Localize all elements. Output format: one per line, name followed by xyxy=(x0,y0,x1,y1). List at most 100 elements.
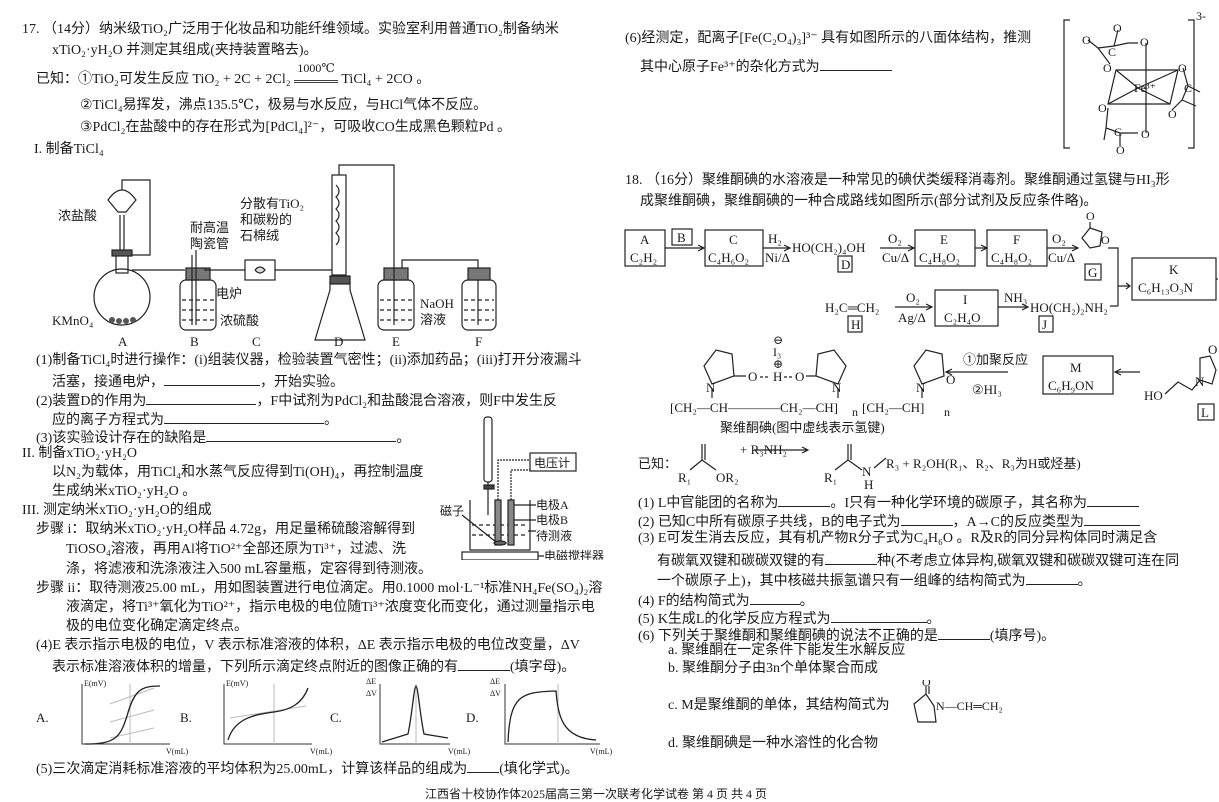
answer-blank[interactable] xyxy=(825,551,877,565)
compound-m-label: M xyxy=(1070,360,1082,375)
graph-a-ylabel: E(mV) xyxy=(84,679,107,688)
graph-b-ylabel: E(mV) xyxy=(226,679,249,688)
graph-a-letter: A. xyxy=(36,710,49,725)
known1-text: 已知：①TiO₂可发生反应 TiO₂ + 2C + 2Cl₂ xyxy=(36,72,291,87)
q18-title-cont: 成聚维酮碘，聚维酮碘的一种合成路线如图所示(部分试剂及反应条件略)。 xyxy=(640,194,1098,209)
compound-j-label: J xyxy=(1042,317,1047,332)
graph-d-ylabel-top: ΔE xyxy=(490,677,500,686)
apparatus-letter-f: F xyxy=(475,334,482,349)
polymer-chain-2: [CH₂—CH] xyxy=(862,400,924,415)
compound-c-formula: C₄H₆O₂ xyxy=(708,250,749,265)
known-or2: OR₂ xyxy=(716,470,739,485)
graph-b[interactable]: B. E(mV) V(mL) xyxy=(180,679,333,756)
known-n: N xyxy=(862,464,872,479)
atom-o: O xyxy=(1178,61,1187,75)
answer-blank[interactable] xyxy=(146,391,257,405)
label-furnace: 电炉 xyxy=(216,286,242,301)
q18-3-line1: (3) E可发生消去反应，其有机产物R分子式为C₄H₆O 。R及R的同分异构体同… xyxy=(638,531,1158,546)
compound-e-formula: C₄H₈O₂ xyxy=(919,250,960,265)
q17-4-end: (填字母)。 xyxy=(510,660,576,675)
answer-blank[interactable] xyxy=(1025,571,1078,585)
q17-6-line2: 其中心原子Fe³⁺的杂化方式为 xyxy=(640,57,892,76)
compound-l-label: L xyxy=(1201,405,1209,420)
apparatus-letter-a: A xyxy=(118,334,128,349)
label-naoh: NaOH xyxy=(420,296,454,311)
option-a: a. 聚维酮在一定条件下能发生水解反应 xyxy=(668,643,906,658)
q17-1-text-end: ，开始实验。 xyxy=(260,375,344,390)
answer-blank[interactable] xyxy=(206,428,397,442)
q18-4-line: (4) F的结构简式为。 xyxy=(638,591,814,610)
compound-c-label: C xyxy=(729,232,738,247)
graph-a-xlabel: V(mL) xyxy=(166,747,189,756)
answer-blank[interactable] xyxy=(1087,493,1140,507)
q18-6-text: (6) 下列关于聚维酮和聚维酮碘的说法不正确的是 xyxy=(638,629,938,644)
graph-c-xlabel: V(mL) xyxy=(448,747,471,756)
compound-f-formula: C₄H₈O₂ xyxy=(991,250,1032,265)
q17-known-3: ③PdCl₂在盐酸中的存在形式为[PdCl₄]²⁻，可吸收CO生成黑色颗粒Pd … xyxy=(80,120,511,135)
q17-2-line1: (2)装置D的作用为，F中试剂为PdCl₂和盐酸混合溶液，则F中发生反 xyxy=(36,391,557,410)
answer-blank[interactable] xyxy=(1083,512,1140,526)
apparatus-letter-e: E xyxy=(392,334,400,349)
answer-blank[interactable] xyxy=(467,759,500,773)
titration-graphs: A. E(mV) V(mL) B. E(mV) V(mL) C. ΔE ΔV V… xyxy=(36,677,613,756)
option-d: d. 聚维酮碘是一种水溶性的化合物 xyxy=(668,736,878,751)
ring-o: O xyxy=(1101,233,1110,247)
label-magnetic-stirrer: 电磁搅拌器 xyxy=(544,548,604,560)
label-fiber-3: 石棉绒 xyxy=(240,228,279,243)
compound-h-formula: H₂C═CH₂ xyxy=(825,300,879,315)
graph-c-ylabel-top: ΔE xyxy=(366,677,376,686)
q18-5-line: (5) K生成L的化学反应方程式为。 xyxy=(638,609,941,628)
known-reaction: 已知： R₁ OR₂ + R₃NH₂ R₁ N H R₃ + R₂OH(R₁、R… xyxy=(638,442,1081,492)
catalyst-cu: Cu/Δ xyxy=(1048,250,1075,265)
q18-4-text: (4) F的结构简式为 xyxy=(638,594,750,609)
reagent-o2: O₂ xyxy=(888,231,902,246)
q17-known-2: ②TiCl₄易挥发，沸点135.5℃，极易与水反应，与HCl气体不反应。 xyxy=(80,98,488,113)
graph-c-letter: C. xyxy=(330,710,342,725)
q17-5-text: (5)三次滴定消耗标准溶液的平均体积为25.00mL，计算该样品的组成为 xyxy=(36,762,468,777)
atom-o: O xyxy=(1116,143,1125,156)
compound-a-label: A xyxy=(640,232,650,247)
part1-heading: I. 制备TiCl₄ xyxy=(34,142,104,157)
answer-blank[interactable] xyxy=(900,512,953,526)
catalyst-ag: Ag/Δ xyxy=(898,310,926,325)
compound-k-label: K xyxy=(1169,262,1179,277)
answer-blank[interactable] xyxy=(458,657,510,671)
q17-1-text: 活塞，接通电炉， xyxy=(52,375,164,390)
atom-o: O xyxy=(1168,107,1177,121)
page-footer: 江西省十校协作体2025届高三第一次联考化学试卷 第 4 页 共 4 页 xyxy=(425,787,768,801)
answer-blank[interactable] xyxy=(164,372,260,386)
synthesis-scheme: A C₂H₂ B C C₄H₆O₂ H₂ Ni/Δ HO(CH₂)₄OH D O… xyxy=(624,210,1219,333)
atom-o: O xyxy=(1140,35,1149,49)
q17-5-line: (5)三次滴定消耗标准溶液的平均体积为25.00mL，计算该样品的组成为(填化学… xyxy=(36,759,579,778)
part2-heading: II. 制备xTiO₂·yH₂O xyxy=(22,446,138,461)
compound-i-label: I xyxy=(963,292,967,307)
q17-6-text: 其中心原子Fe³⁺的杂化方式为 xyxy=(640,60,820,75)
part2-line2: 生成纳米xTiO₂·yH₂O 。 xyxy=(52,484,197,499)
reaction-condition: 1000℃ xyxy=(297,61,335,75)
graph-c-ylabel-bottom: ΔV xyxy=(366,689,377,698)
q17-6-line1: (6)经测定，配离子[Fe(C₂O₄)₃]³⁻ 具有如图所示的八面体结构，推测 xyxy=(625,31,1032,46)
atom-o: O xyxy=(748,369,757,384)
atom-o: O xyxy=(946,372,955,387)
q17-2-end: 。 xyxy=(324,413,338,428)
step-polymerization: ①加聚反应 xyxy=(963,352,1028,367)
answer-blank[interactable] xyxy=(830,609,927,623)
q17-title-cont: xTiO₂·yH₂O 并测定其组成(夹持装置略去)。 xyxy=(52,43,318,58)
answer-blank[interactable] xyxy=(164,410,324,424)
graph-c[interactable]: C. ΔE ΔV V(mL) xyxy=(330,677,471,756)
catalyst-cu: Cu/Δ xyxy=(882,250,909,265)
graph-d[interactable]: D. ΔE ΔV V(mL) xyxy=(466,677,613,756)
graph-d-curve xyxy=(507,690,597,743)
atom-o: O xyxy=(1082,33,1091,47)
q17-3-line: (3)该实验设计存在的缺陷是。 xyxy=(36,428,410,447)
answer-blank[interactable] xyxy=(937,626,990,640)
step1-line2: TiOSO₄溶液，再用Al将TiO²⁺全部还原为Ti³⁺，过滤、洗 xyxy=(66,542,407,557)
complex-center-fe: Fe³⁺ xyxy=(1134,81,1156,95)
reagent-h2: H₂ xyxy=(768,231,782,246)
compound-h-label: H xyxy=(851,317,860,332)
answer-blank[interactable] xyxy=(778,493,831,507)
answer-blank[interactable] xyxy=(749,591,800,605)
graph-a[interactable]: A. E(mV) V(mL) xyxy=(36,679,189,756)
answer-blank[interactable] xyxy=(819,57,892,71)
label-conc-hcl: 浓盐酸 xyxy=(58,208,97,223)
